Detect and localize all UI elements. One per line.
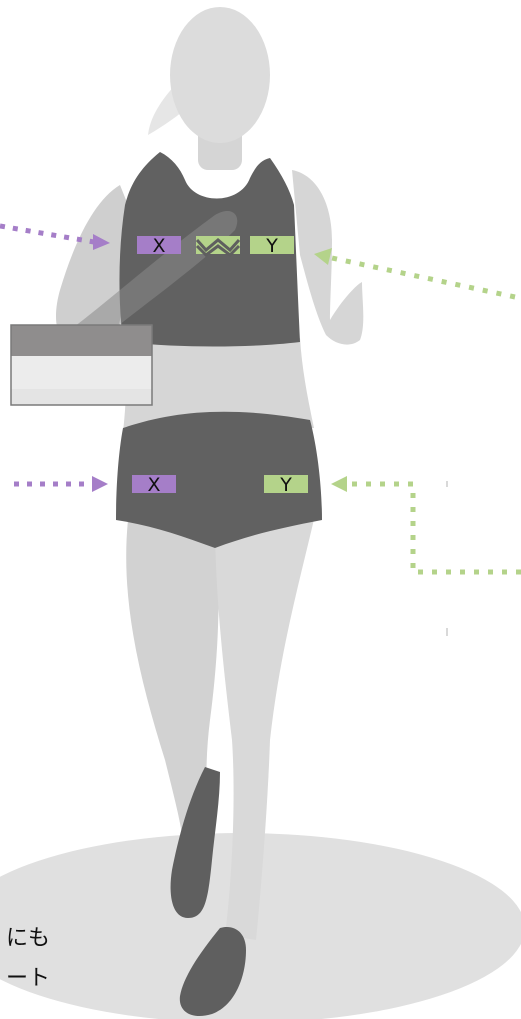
bottom-x-label: X [147,474,160,496]
caption-line-1: にも [6,928,50,950]
purple-arrow-bottom [14,476,108,492]
top-y-label: Y [265,235,278,257]
top-x-label: X [152,235,165,257]
green-arrow-bottom [331,476,521,572]
green-arrow-top [314,248,515,297]
device-body [11,356,152,389]
caption-line-2: ート [6,968,50,990]
device-bottom-band [11,389,152,405]
zigzag-logo-icon [196,236,240,255]
bottom-y-label: Y [279,474,292,496]
device-top-band [11,325,152,356]
head [170,7,270,143]
